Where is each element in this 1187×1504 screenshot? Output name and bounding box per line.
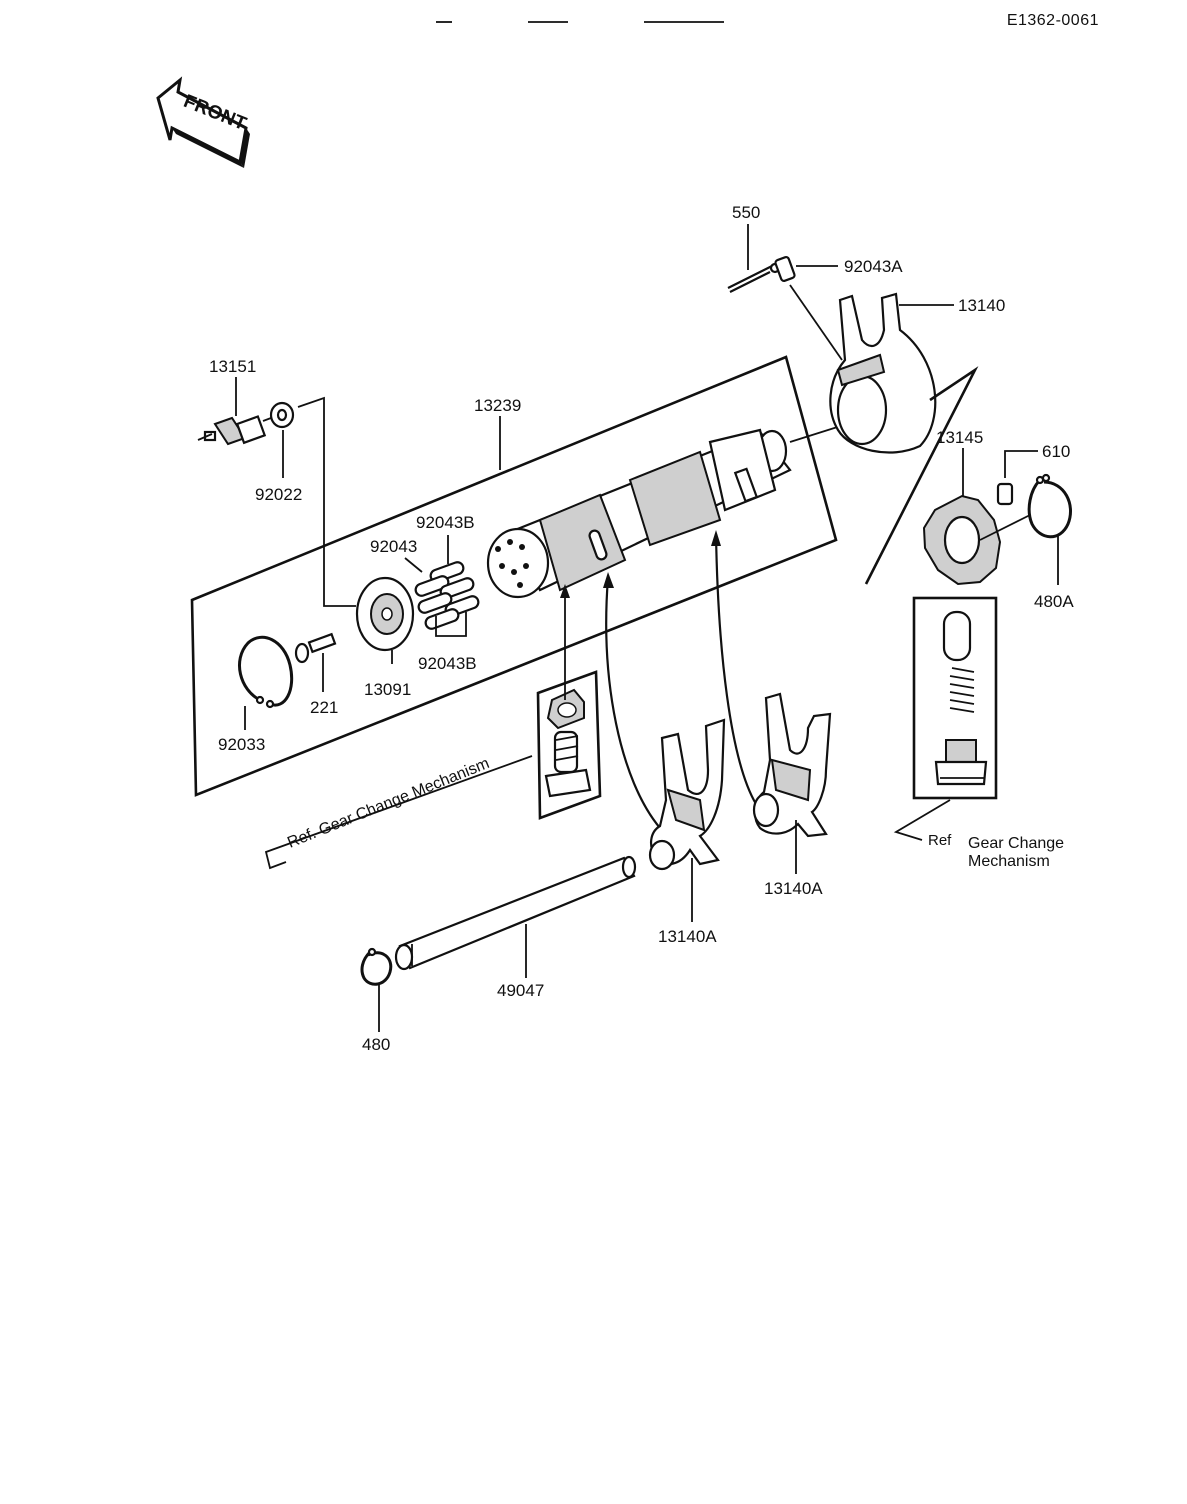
label-13239: 13239 [474,396,521,415]
cam-plate-13145 [922,494,1002,586]
ref-right-line2: Mechanism [968,853,1050,870]
leader-92043B-bottom [435,612,467,637]
label-92043A: 92043A [844,257,903,276]
front-arrow-icon: FRONT [156,76,250,168]
screw-221 [294,632,337,664]
label-480: 480 [362,1035,390,1054]
fork-left-arrowhead [603,572,614,588]
pins-92043 [414,561,480,630]
fork-left-arrow [605,577,661,829]
left-ref-frame [264,755,533,870]
pin-92043A [774,256,796,282]
leader-camplate-to-ring [979,514,1031,541]
right-triangle-frame [864,366,979,585]
label-13140: 13140 [958,296,1005,315]
detent-box-right [912,596,998,800]
fork-shaft-49047 [394,855,637,971]
washer-92022 [262,401,295,478]
neutral-switch-13151 [197,415,267,446]
label-92043: 92043 [370,537,417,556]
label-13140A-right: 13140A [764,879,823,898]
detent-arrow-head [560,584,570,598]
detent-assembly-left [544,688,592,798]
circlip-92033 [238,635,294,709]
label-13151: 13151 [209,357,256,376]
leader-pin-to-fork [789,284,843,361]
circlip-480 [360,947,393,986]
fork-right-arrowhead [711,530,721,546]
label-480A: 480A [1034,592,1074,611]
label-92043B-top: 92043B [416,513,475,532]
shift-drum-13239 [486,428,792,599]
drum-assembly-frame [190,355,838,797]
leader-610 [1004,450,1038,478]
leader-92043 [404,557,423,573]
label-13145: 13145 [936,428,983,447]
label-49047: 49047 [497,981,544,1000]
pin-610 [996,482,1014,506]
shift-fork-13140A-left [648,718,726,871]
label-92033: 92033 [218,735,265,754]
ref-gear-change-left: Ref. Gear Change Mechanism [285,755,492,852]
drum-plate-13091 [355,576,415,652]
cotter-pin-550 [727,262,781,293]
label-92022: 92022 [255,485,302,504]
circlip-480A [1027,473,1072,539]
detent-box-left [536,670,602,820]
label-550: 550 [732,203,760,222]
ref-right-line1: Gear Change [968,835,1064,852]
label-13140A-left: 13140A [658,927,717,946]
leader-right-ref [893,799,951,841]
fork-right-arrow [714,533,757,805]
label-92043B-bottom: 92043B [418,654,477,673]
label-13091: 13091 [364,680,411,699]
shift-fork-13140A-right [752,692,832,838]
label-610: 610 [1042,442,1070,461]
shift-fork-13140 [829,292,937,454]
label-221: 221 [310,698,338,717]
detent-assembly-right [934,610,988,786]
leader-switch-to-plate [297,396,356,607]
ref-right-prefix: Ref [928,832,952,849]
document-id: E1362-0061 [1006,12,1099,29]
